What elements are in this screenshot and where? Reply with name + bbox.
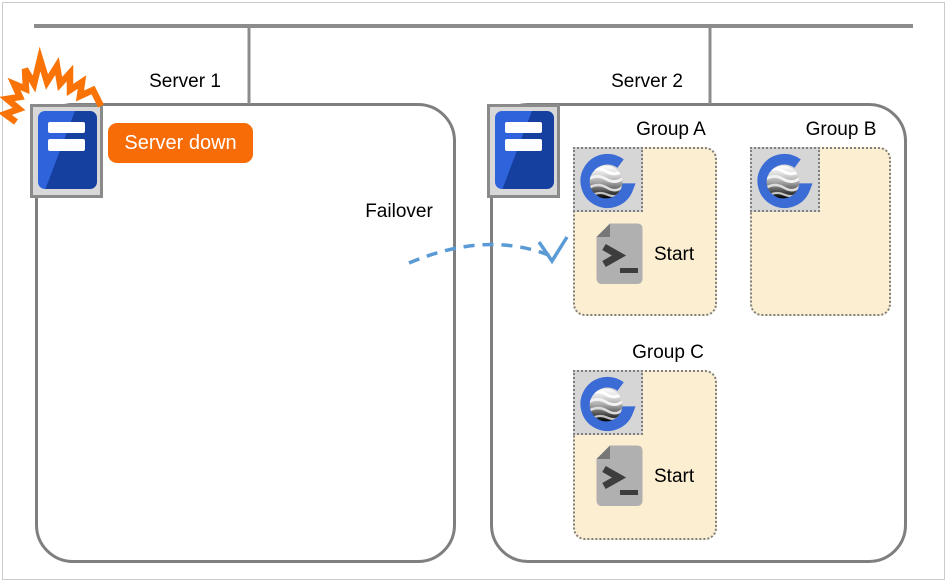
server-tower-icon	[487, 104, 560, 198]
group-c-start-label: Start	[654, 466, 695, 487]
failover-label: Failover	[365, 201, 433, 222]
group-c-app-tile	[573, 370, 643, 435]
server-down-badge-text: Server down	[124, 131, 237, 154]
server1-label: Server 1	[149, 71, 221, 92]
group-b-app-tile	[750, 147, 820, 212]
globe-g-logo-icon	[579, 151, 637, 209]
globe-g-logo-icon	[756, 151, 814, 209]
group-a-app-tile	[573, 147, 643, 212]
group-c-label: Group C	[632, 342, 704, 363]
globe-g-logo-icon	[579, 374, 637, 432]
server1-box	[35, 103, 456, 563]
server-down-badge: Server down	[108, 123, 253, 163]
server-tower-icon	[30, 104, 103, 198]
start-script-icon	[595, 443, 644, 509]
server2-label: Server 2	[611, 71, 683, 92]
start-script-icon	[595, 221, 644, 287]
group-a-start-label: Start	[654, 244, 695, 265]
group-a-label: Group A	[636, 119, 706, 140]
group-b-label: Group B	[805, 119, 877, 140]
server2-box	[490, 103, 907, 563]
